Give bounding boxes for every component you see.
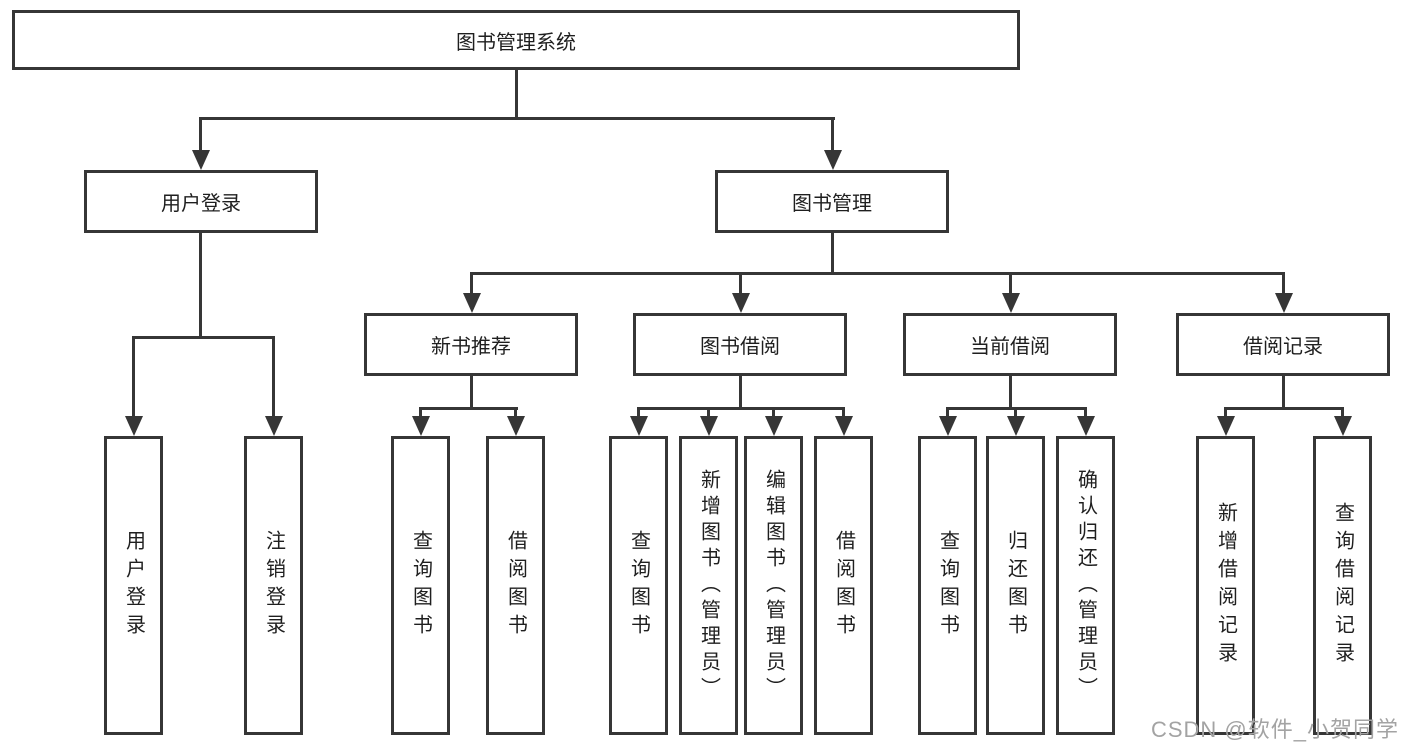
arrowhead-cb-confirm	[1077, 416, 1095, 436]
connector-cb-confirm-drop	[1084, 407, 1087, 418]
arrowhead-cb-query	[939, 416, 957, 436]
connector-new-books-rail	[419, 407, 518, 410]
leaf-rec-add-record: 新增借阅记录	[1196, 436, 1255, 735]
connector-new-books-drop	[470, 272, 473, 295]
connector-bb-query-drop	[637, 407, 640, 418]
arrowhead-bb-edit	[765, 416, 783, 436]
connector-level2-rail	[199, 117, 835, 120]
arrowhead-rec-add	[1217, 416, 1235, 436]
connector-rec-query-drop	[1341, 407, 1344, 418]
connector-current-drop	[1009, 272, 1012, 295]
connector-root-stem	[515, 68, 518, 118]
connector-rec-add-drop	[1224, 407, 1227, 418]
node-book-management: 图书管理	[715, 170, 949, 233]
connector-nb-borrow-drop	[514, 407, 517, 418]
arrowhead-login	[125, 416, 143, 436]
arrowhead-book-mgmt	[824, 150, 842, 170]
connector-book-mgmt-drop	[831, 117, 834, 151]
leaf-cb-query-books: 查询图书	[918, 436, 977, 735]
connector-cb-return-drop	[1014, 407, 1017, 418]
arrowhead-bb-borrow	[835, 416, 853, 436]
leaf-bb-borrow-books: 借阅图书	[814, 436, 873, 735]
arrowhead-rec-query	[1334, 416, 1352, 436]
connector-user-login-rail	[132, 336, 275, 339]
connector-records-rail	[1224, 407, 1344, 410]
arrowhead-nb-borrow	[507, 416, 525, 436]
connector-borrowing-drop	[739, 272, 742, 295]
arrowhead-borrowing	[732, 293, 750, 313]
leaf-cb-return-books: 归还图书	[986, 436, 1045, 735]
arrowhead-bb-query	[630, 416, 648, 436]
connector-cb-query-drop	[946, 407, 949, 418]
arrowhead-logout	[265, 416, 283, 436]
connector-bb-borrow-drop	[842, 407, 845, 418]
node-new-book-recommend: 新书推荐	[364, 313, 578, 376]
leaf-user-login: 用户登录	[104, 436, 163, 735]
connector-bb-add-drop	[707, 407, 710, 418]
arrowhead-records	[1275, 293, 1293, 313]
leaf-bb-edit-books-admin: 编辑图书（管理员）	[744, 436, 803, 735]
connector-login-drop	[132, 336, 135, 418]
connector-records-drop	[1282, 272, 1285, 295]
node-root-library-system: 图书管理系统	[12, 10, 1020, 70]
node-book-borrowing: 图书借阅	[633, 313, 847, 376]
connector-user-login-stem	[199, 233, 202, 337]
arrowhead-current	[1002, 293, 1020, 313]
node-current-borrowing: 当前借阅	[903, 313, 1117, 376]
arrowhead-nb-query	[412, 416, 430, 436]
connector-borrowing-stem	[739, 376, 742, 408]
csdn-watermark: CSDN @软件_小贺同学	[1150, 717, 1399, 742]
connector-book-mgmt-stem	[831, 233, 834, 273]
arrowhead-bb-add	[700, 416, 718, 436]
leaf-logout: 注销登录	[244, 436, 303, 735]
connector-bb-edit-drop	[772, 407, 775, 418]
connector-borrowing-rail	[637, 407, 845, 410]
connector-nb-query-drop	[419, 407, 422, 418]
leaf-bb-query-books: 查询图书	[609, 436, 668, 735]
leaf-nb-borrow-books: 借阅图书	[486, 436, 545, 735]
leaf-nb-query-books: 查询图书	[391, 436, 450, 735]
arrowhead-user-login	[192, 150, 210, 170]
connector-records-stem	[1282, 376, 1285, 408]
connector-new-books-stem	[470, 376, 473, 408]
node-user-login: 用户登录	[84, 170, 318, 233]
leaf-cb-confirm-return-admin: 确认归还（管理员）	[1056, 436, 1115, 735]
arrowhead-new-books	[463, 293, 481, 313]
arrowhead-cb-return	[1007, 416, 1025, 436]
connector-current-stem	[1009, 376, 1012, 408]
connector-level3-rail	[470, 272, 1285, 275]
leaf-rec-query-record: 查询借阅记录	[1313, 436, 1372, 735]
node-borrow-records: 借阅记录	[1176, 313, 1390, 376]
connector-logout-drop	[272, 336, 275, 418]
leaf-bb-add-books-admin: 新增图书（管理员）	[679, 436, 738, 735]
connector-user-login-drop	[199, 117, 202, 151]
